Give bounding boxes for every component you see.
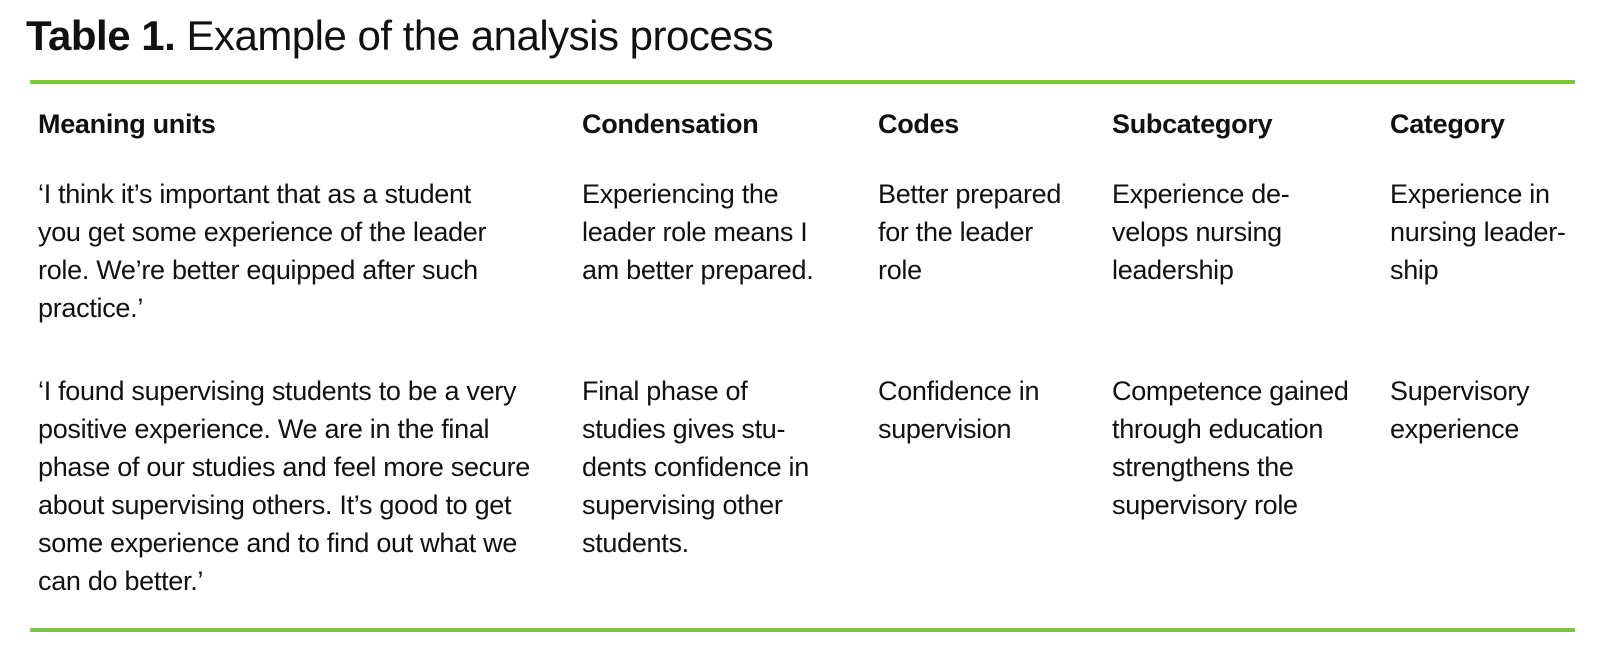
cell-category: Supervisory experience [1390, 376, 1530, 444]
cell-subcategory: Competence gained through education stre… [1112, 376, 1349, 520]
top-rule-divider [30, 80, 1575, 84]
table-caption-number: Table 1. [26, 12, 176, 59]
column-header-condensation: Condensation [582, 109, 759, 139]
column-header-subcategory: Subcategory [1112, 109, 1273, 139]
table-row: ‘I think it’s important that as a studen… [38, 175, 1600, 327]
table-row: ‘I found supervising students to be a ve… [38, 372, 1600, 600]
column-header-meaning-units: Meaning units [38, 109, 216, 139]
cell-condensation: Final phase of studies gives stu- dents … [582, 376, 809, 558]
column-header-category: Category [1390, 109, 1505, 139]
cell-codes: Confidence in supervision [878, 376, 1040, 444]
cell-category: Experience in nursing leader- ship [1390, 179, 1566, 285]
cell-meaning-units: ‘I think it’s important that as a studen… [38, 179, 487, 323]
cell-condensation: Experiencing the leader role means I am … [582, 179, 814, 285]
table-header-row: Meaning units Condensation Codes Subcate… [38, 105, 1600, 143]
bottom-rule-divider [30, 628, 1575, 632]
analysis-table: Meaning units Condensation Codes Subcate… [38, 105, 1600, 600]
cell-meaning-units: ‘I found supervising students to be a ve… [38, 376, 530, 596]
cell-subcategory: Experience de- velops nursing leadership [1112, 179, 1290, 285]
paper-table-page: Table 1. Example of the analysis process… [0, 10, 1600, 672]
column-header-codes: Codes [878, 109, 960, 139]
table-caption-text: Example of the analysis process [175, 12, 774, 59]
table-caption: Table 1. Example of the analysis process [26, 10, 1600, 62]
cell-codes: Better prepared for the leader role [878, 179, 1062, 285]
